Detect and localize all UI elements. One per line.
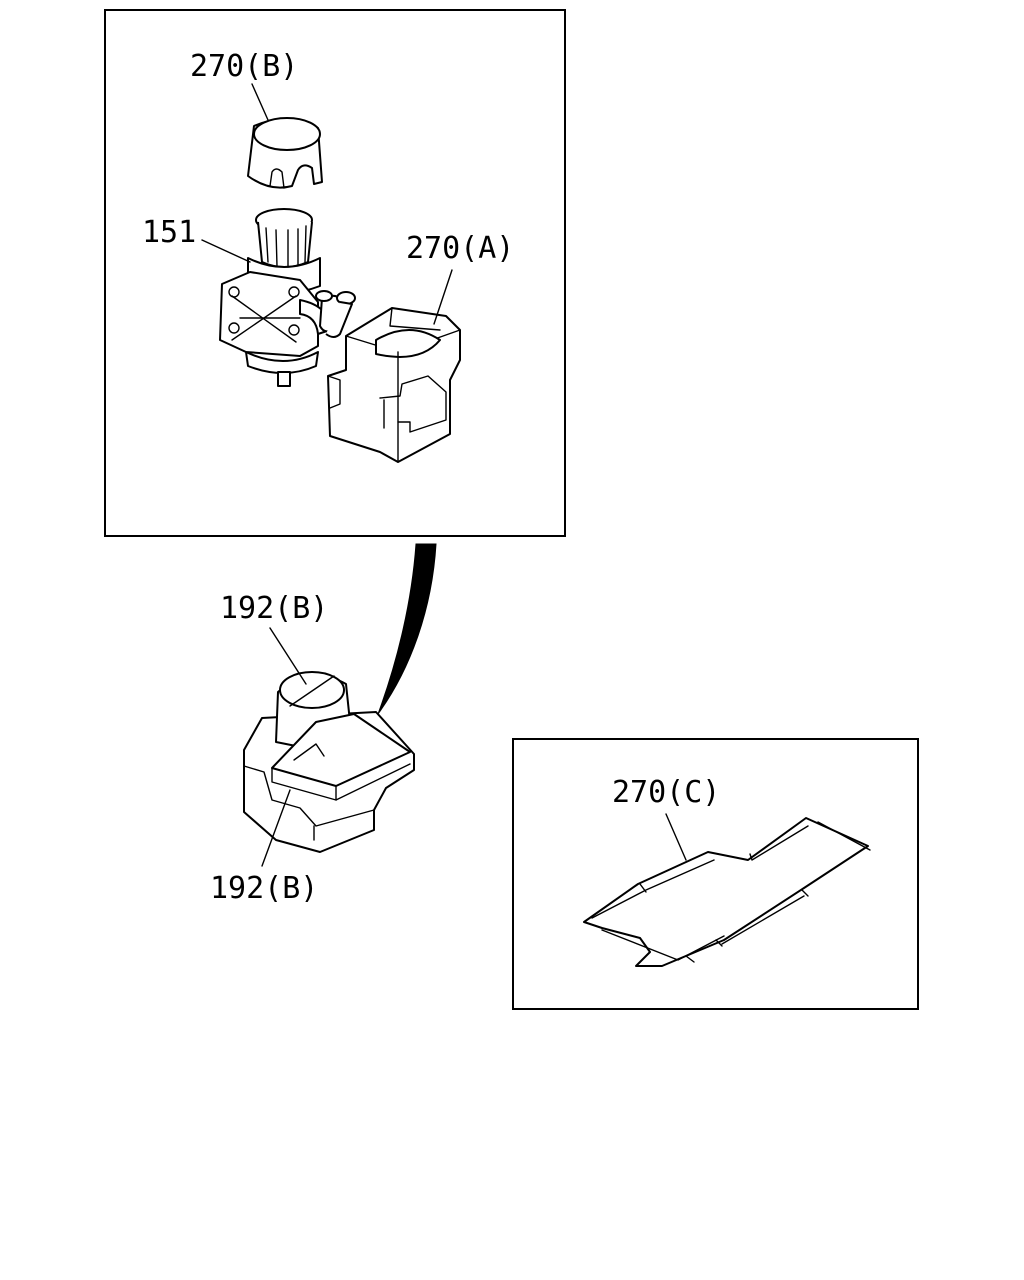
leader-192b-bottom	[261, 789, 291, 867]
leader-cover-270a	[433, 269, 453, 325]
cover-270a-drawing	[327, 307, 461, 463]
leader-cap-270b	[251, 83, 269, 121]
sheet-270c-drawing	[583, 817, 871, 967]
cover-assembly-192b-drawing	[243, 671, 415, 853]
label-192b-bottom: 192(B)	[210, 871, 318, 906]
leader-270c	[665, 813, 687, 861]
leader-192b-top	[269, 627, 307, 685]
leader-valve-151	[201, 239, 251, 263]
cap-270b-drawing	[247, 117, 323, 189]
detail-frame-bottom	[512, 738, 919, 1010]
label-151: 151	[142, 215, 196, 250]
label-270b: 270(B)	[190, 49, 298, 84]
detail-frame-top	[104, 9, 566, 537]
label-192b-top: 192(B)	[220, 591, 328, 626]
label-270c: 270(C)	[612, 775, 720, 810]
label-270a: 270(A)	[406, 231, 514, 266]
valve-151-drawing	[219, 208, 356, 387]
connector-arrow	[377, 543, 437, 715]
